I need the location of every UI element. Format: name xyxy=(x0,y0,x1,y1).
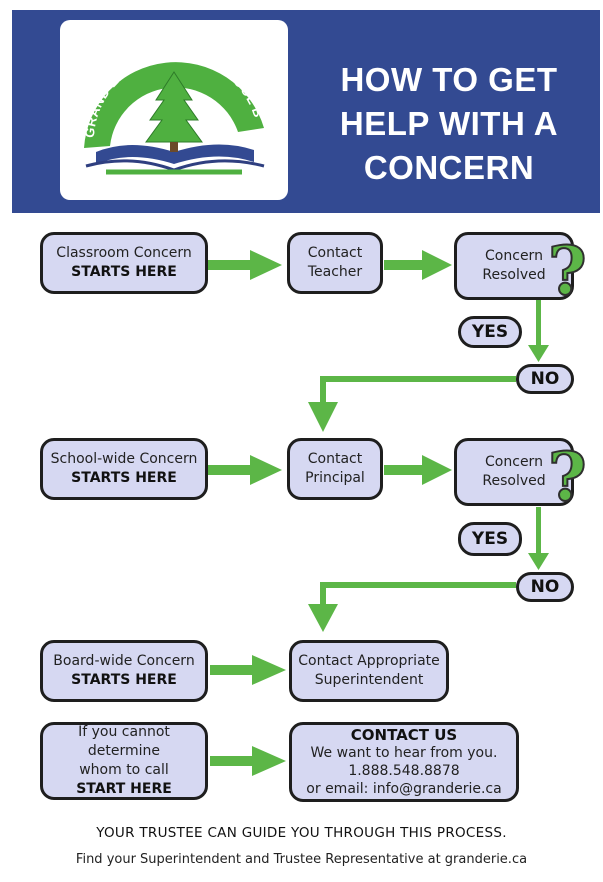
page-title: HOW TO GET HELP WITH A CONCERN xyxy=(339,61,559,186)
contact-teacher-box: Contact Teacher xyxy=(287,232,383,294)
trustee-guide-text: YOUR TRUSTEE CAN GUIDE YOU THROUGH THIS … xyxy=(96,825,507,841)
arrow-right-icon xyxy=(208,250,282,280)
arrow-down-icon xyxy=(308,402,338,432)
arrow-right-icon xyxy=(208,455,282,485)
arrow-down-icon xyxy=(308,604,338,632)
concern-resolved-box-2: Concern Resolved xyxy=(454,438,574,506)
arrow-down-icon xyxy=(528,345,549,362)
contact-principal-box: Contact Principal xyxy=(287,438,383,500)
board-wide-concern-box: Board-wide Concern STARTS HERE xyxy=(40,640,208,702)
logo-panel: GRAND ERIE DISTRICT SCHOOL BOARD xyxy=(55,8,288,200)
undetermined-concern-box: If you cannot determine whom to call STA… xyxy=(40,722,208,800)
arrow-right-icon xyxy=(384,455,452,485)
arrow-right-icon xyxy=(210,655,286,685)
contact-email[interactable]: or email: info@granderie.ca xyxy=(306,781,502,797)
contact-superintendent-box: Contact Appropriate Superintendent xyxy=(289,640,449,702)
contact-us-box: CONTACT US We want to hear from you. 1.8… xyxy=(289,722,519,802)
no-pill-2: NO xyxy=(516,572,574,602)
no-pill: NO xyxy=(516,364,574,394)
yes-pill-2: YES xyxy=(458,522,522,556)
classroom-concern-box: Classroom Concern STARTS HERE xyxy=(40,232,208,294)
arrow-right-icon xyxy=(384,250,452,280)
yes-pill: YES xyxy=(458,316,522,348)
arrow-down-shaft xyxy=(536,300,541,348)
concern-resolved-box: Concern Resolved xyxy=(454,232,574,300)
phone-number[interactable]: 1.888.548.8878 xyxy=(348,763,460,779)
question-mark-icon: ? xyxy=(547,438,588,516)
school-wide-concern-box: School-wide Concern STARTS HERE xyxy=(40,438,208,500)
arrow-down-icon xyxy=(528,553,549,570)
header-banner: GRAND ERIE DISTRICT SCHOOL BOARD HOW TO … xyxy=(12,8,600,213)
website-reference-text: Find your Superintendent and Trustee Rep… xyxy=(75,852,528,867)
school-board-logo: GRAND ERIE DISTRICT SCHOOL BOARD xyxy=(55,8,266,175)
question-mark-icon: ? xyxy=(547,232,588,310)
arrow-right-icon xyxy=(210,746,286,776)
